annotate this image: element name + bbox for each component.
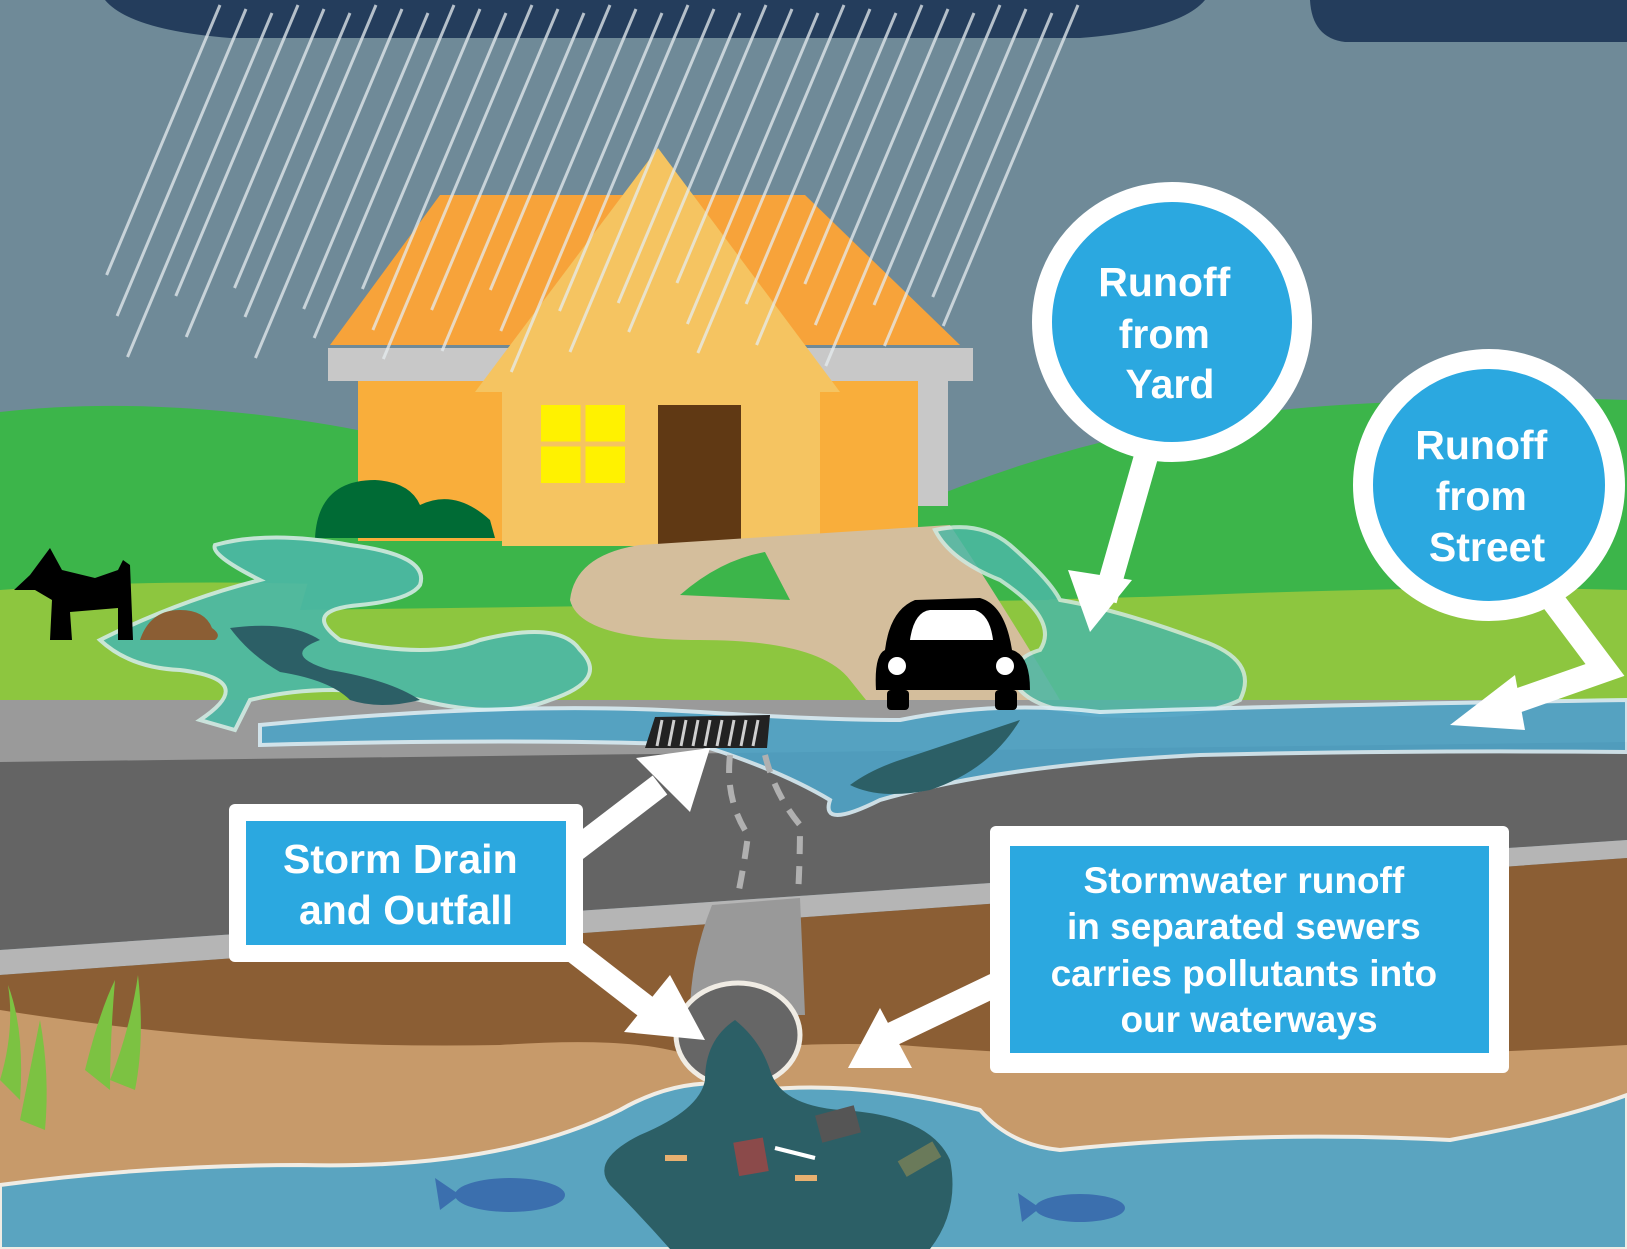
rain-streak [184,8,326,338]
yard-label-line-1: Runoff [1098,259,1230,305]
rain-streak [509,12,664,373]
rain-streak [755,12,898,346]
rain-streak [499,8,638,332]
rain-streak [675,8,794,284]
drain-flow-lines [726,754,804,896]
lawn-patch [680,552,790,600]
dog [14,548,133,640]
rain-streak [803,4,924,285]
trash-pollutants [665,1105,942,1181]
rain-streak [488,4,612,291]
rain-streak [254,8,404,359]
storm-drain-grate [645,715,770,748]
rain-streak [941,4,1080,327]
stormwater-label-line-3: carries pollutants into [1051,953,1438,994]
rain-streak [931,12,1054,298]
rain-streak [105,4,222,276]
street-label-line-3: Street [1429,524,1546,570]
fish-left [435,1178,565,1212]
car-headlight-left [888,657,906,675]
rain-streak [883,8,1028,347]
yard-runoff-left [96,535,592,733]
storm-cloud-left [105,0,1205,38]
rain-streak [174,4,300,297]
rain-streak [824,12,976,367]
svg-text:Runoff from Street: Runoff from Street [1415,422,1558,570]
rain-streak [813,8,950,326]
rain [105,4,1080,373]
svg-text:Stormwater runoff in sep: Stormwater runoff in separated sewers ca… [1051,860,1448,1040]
reeds [0,975,141,1130]
polluted-plume [604,1020,953,1249]
drain-label-line-2: and Outfall [299,887,513,933]
rain-streak [243,4,378,318]
rain-streak [616,12,742,304]
bush [315,480,495,538]
svg-text:Runoff from Yard: Runoff from Yard [1098,259,1241,407]
rain-streak [568,8,716,353]
arrow-to-waterway [848,974,1001,1068]
house [328,148,973,546]
rain-streak [558,4,690,312]
rain-streak [312,4,456,339]
label-runoff-from-street: Runoff from Street [1353,349,1625,621]
arrow-street-to-gutter [1450,582,1625,730]
fish-right [1018,1193,1125,1222]
rain-streak [371,12,508,331]
rain-streak [381,4,534,360]
rain-streak [302,12,430,310]
arrow-to-outfall [562,938,705,1040]
stormwater-label-line-4: our waterways [1120,999,1377,1040]
rain-streak [440,12,586,352]
rain-streak [361,8,482,290]
label-stormwater-pollutants: Stormwater runoff in separated sewers ca… [990,826,1509,1073]
rain-streak [685,12,820,325]
stormwater-label-line-1: Stormwater runoff [1084,860,1405,901]
house-window [541,405,625,483]
label-runoff-from-yard: Runoff from Yard [1032,182,1312,462]
svg-text:Storm Drain and Outfall: Storm Drain and Outfall [283,836,529,933]
dog-waste [140,610,218,640]
car-headlight-right [996,657,1014,675]
yard-label-line-2: from [1119,311,1210,357]
dark-runoff-trail [230,625,420,705]
yard-label-line-3: Yard [1126,361,1215,407]
gutter-pollution [850,720,1020,794]
rain-streak [430,8,560,311]
rain-streak [696,4,846,354]
car [875,598,1030,710]
street-label-line-2: from [1436,473,1527,519]
label-storm-drain-and-outfall: Storm Drain and Outfall [229,804,583,962]
street-label-line-1: Runoff [1415,422,1547,468]
rain-streak [872,4,1002,306]
rain-streak [126,12,274,358]
rain-streak [627,4,768,333]
drain-label-line-1: Storm Drain [283,836,518,882]
arrow-to-storm-drain [567,748,710,860]
house-door [658,405,741,546]
rain-streak [233,12,352,289]
stormwater-label-line-2: in separated sewers [1067,906,1421,947]
rain-streak [115,8,248,317]
rain-streak [744,8,872,305]
storm-cloud-right [1310,0,1627,42]
